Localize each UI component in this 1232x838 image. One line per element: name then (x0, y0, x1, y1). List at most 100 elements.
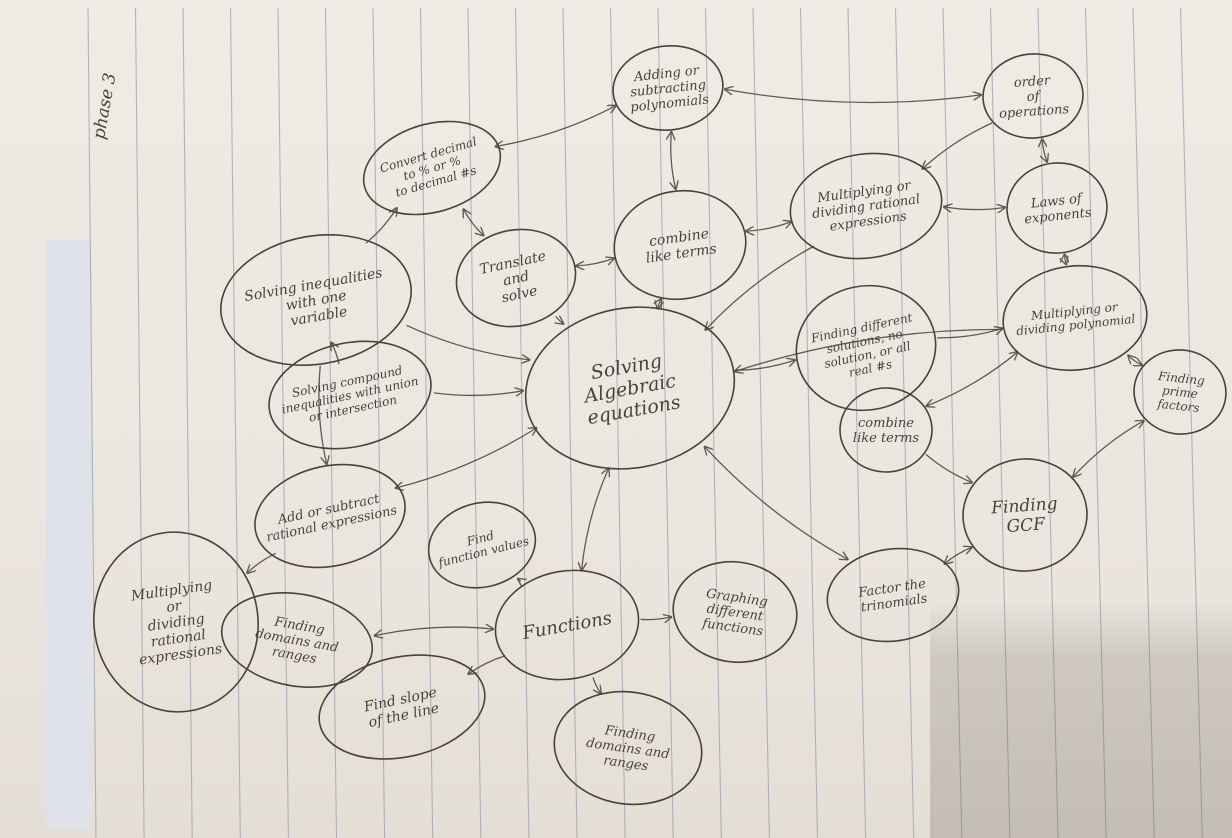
connector-arrow (496, 106, 616, 147)
connector-arrow (925, 453, 972, 482)
rule-line (182, 7, 193, 838)
node-outline (1006, 162, 1108, 254)
rule-line (1179, 7, 1203, 838)
node-outline (220, 592, 374, 688)
rule-line (752, 7, 770, 838)
node-outline (254, 463, 406, 569)
node-outline (318, 654, 486, 760)
node-label-line: Laws of (1029, 191, 1084, 212)
node-outline (524, 306, 736, 470)
connector-arrow (725, 89, 981, 104)
node-label-line: GCF (1006, 514, 1047, 537)
rule-line (989, 7, 1011, 838)
connector-arrow (582, 468, 609, 570)
node-label-line: order (1013, 73, 1051, 91)
rule-line (514, 7, 530, 838)
node-label-line: Finding (1156, 369, 1205, 388)
rule-line (894, 7, 915, 838)
node-outline (553, 690, 703, 806)
rule-line (134, 7, 145, 838)
node-outline (427, 501, 537, 589)
rule-line (942, 7, 963, 838)
node-outline (826, 547, 960, 643)
node-outline (1002, 264, 1148, 372)
node-outline (672, 560, 798, 664)
rule-line (419, 7, 434, 838)
node-label-line: exponents (1024, 205, 1093, 227)
node-label-line: Find (464, 528, 495, 549)
node-outline (839, 387, 933, 473)
connector-arrow (926, 352, 1017, 406)
node-label-line: rational (150, 627, 207, 651)
connector-arrow (945, 547, 972, 564)
connector-arrow (1073, 421, 1144, 477)
node-outline (93, 531, 259, 713)
node-label-line: factors (1156, 397, 1200, 415)
connector-arrow (375, 627, 494, 636)
connector-arrow (396, 428, 537, 488)
margin-note: phase 3 (89, 71, 120, 140)
rule-line (277, 7, 289, 838)
node-label-line: combine (858, 416, 914, 431)
node-outline (494, 569, 640, 681)
connector-arrow (937, 328, 1002, 339)
connector-arrow (468, 655, 506, 674)
connector-arrow (640, 617, 672, 620)
rule-line (847, 7, 867, 838)
connector-arrow (556, 316, 564, 323)
connector-arrow (464, 209, 484, 235)
connector-arrow (705, 447, 848, 560)
connector-arrow (592, 677, 601, 693)
connector-arrow (922, 122, 993, 169)
connector-arrow (944, 207, 1005, 210)
connector-arrow (1042, 139, 1047, 162)
node-outline (455, 228, 577, 328)
rule-line (799, 7, 819, 838)
node-label-line: of (1026, 89, 1042, 105)
node-label-line: Functions (520, 608, 614, 645)
connector-arrow (746, 222, 791, 232)
node-label-line: prime (1161, 383, 1198, 401)
shadow (930, 600, 1232, 838)
node-outline (789, 152, 943, 260)
connector-arrow (658, 299, 661, 309)
connector-arrow (365, 208, 397, 244)
connector-arrow (1065, 254, 1067, 264)
node-outline (962, 458, 1088, 572)
connector-arrow (433, 391, 523, 396)
node-label-line: Finding (603, 723, 656, 745)
rule-line (467, 7, 482, 838)
node-label-line: or (165, 598, 183, 616)
connector-arrow (576, 258, 614, 266)
connector-arrow (735, 328, 1003, 371)
node-label-line: Adding or (632, 63, 700, 85)
node-label-line: and (502, 268, 531, 289)
connector-arrow (671, 132, 676, 189)
tab-strip (46, 240, 92, 830)
node-label-line: ranges (602, 753, 649, 774)
node-outline (612, 45, 724, 131)
node-outline (362, 120, 502, 216)
connector-arrow (331, 342, 340, 365)
rule-line (229, 7, 241, 838)
connector-arrow (406, 324, 529, 360)
node-label-line: solve (500, 283, 539, 306)
